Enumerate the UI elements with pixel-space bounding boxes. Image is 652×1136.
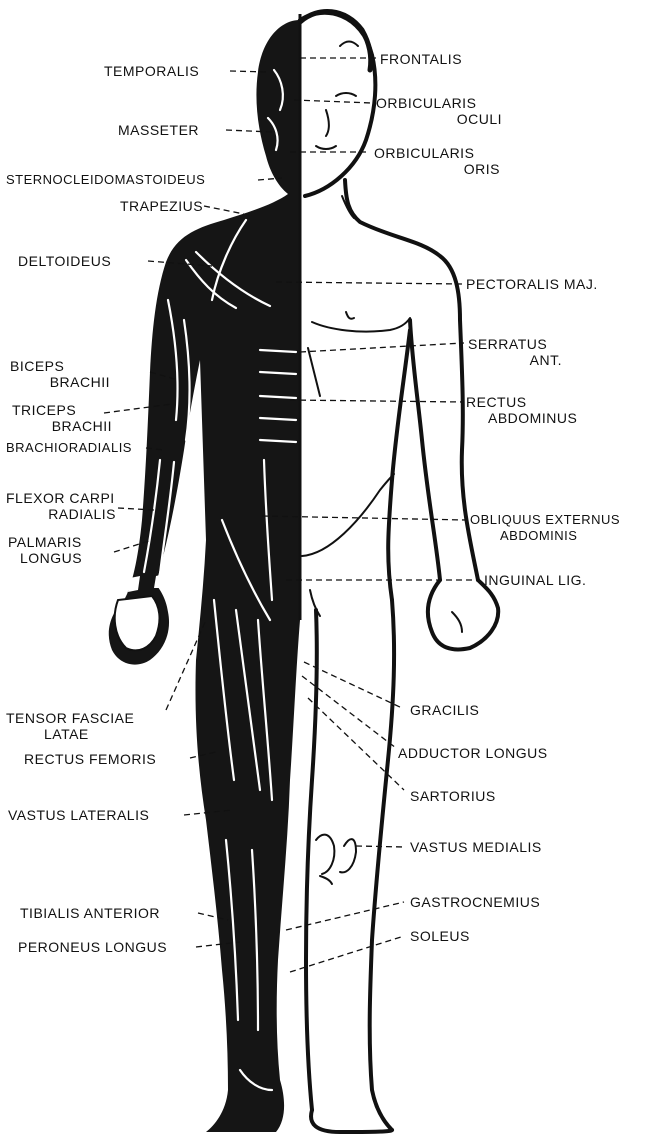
label-palmaris-line1: PALMARIS bbox=[8, 534, 82, 550]
label-obliquus-line2: ABDOMINIS bbox=[470, 528, 620, 544]
label-orbicularis-oculi: ORBICULARIS OCULI bbox=[376, 95, 502, 127]
label-obliquus-line1: OBLIQUUS EXTERNUS bbox=[470, 512, 620, 528]
label-inguinal-lig: INGUINAL LIG. bbox=[484, 572, 586, 588]
label-flexor-line2: RADIALIS bbox=[6, 506, 116, 522]
label-rectus-abdominus: RECTUS ABDOMINUS bbox=[466, 394, 577, 426]
label-tensor-fasciae-latae: TENSOR FASCIAE LATAE bbox=[6, 710, 134, 742]
label-oculi-line2: OCULI bbox=[376, 111, 502, 127]
label-temporalis: TEMPORALIS bbox=[104, 63, 199, 79]
label-flexor-carpi-radialis: FLEXOR CARPI RADIALIS bbox=[6, 490, 116, 522]
label-vastus-medialis: VASTUS MEDIALIS bbox=[410, 839, 542, 855]
label-oris-line1: ORBICULARIS bbox=[374, 145, 500, 161]
label-soleus: SOLEUS bbox=[410, 928, 470, 944]
label-tensor-line1: TENSOR FASCIAE bbox=[6, 710, 134, 726]
label-rectus-femoris: RECTUS FEMORIS bbox=[24, 751, 156, 767]
label-oris-line2: ORIS bbox=[374, 161, 500, 177]
label-peroneus-longus: PERONEUS LONGUS bbox=[18, 939, 167, 955]
label-orbicularis-oris: ORBICULARIS ORIS bbox=[374, 145, 500, 177]
label-biceps-brachii: BICEPS BRACHII bbox=[10, 358, 110, 390]
surface-body-outline bbox=[300, 12, 498, 1132]
label-brachioradialis: BRACHIORADIALIS bbox=[6, 440, 132, 456]
label-sartorius: SARTORIUS bbox=[410, 788, 496, 804]
label-serratus-line2: ANT. bbox=[468, 352, 562, 368]
label-deltoideus: DELTOIDEUS bbox=[18, 253, 111, 269]
label-masseter: MASSETER bbox=[118, 122, 199, 138]
label-vastus-lateralis: VASTUS LATERALIS bbox=[8, 807, 149, 823]
label-palmaris-line2: LONGUS bbox=[8, 550, 82, 566]
label-serratus-ant: SERRATUS ANT. bbox=[468, 336, 562, 368]
label-serratus-line1: SERRATUS bbox=[468, 336, 562, 352]
label-triceps-brachii: TRICEPS BRACHII bbox=[12, 402, 112, 434]
label-pectoralis-maj: PECTORALIS MAJ. bbox=[466, 276, 598, 292]
label-gracilis: GRACILIS bbox=[410, 702, 479, 718]
label-tensor-line2: LATAE bbox=[6, 726, 134, 742]
label-triceps-line1: TRICEPS bbox=[12, 402, 112, 418]
label-tibialis-anterior: TIBIALIS ANTERIOR bbox=[20, 905, 160, 921]
label-flexor-line1: FLEXOR CARPI bbox=[6, 490, 116, 506]
label-palmaris-longus: PALMARIS LONGUS bbox=[8, 534, 82, 566]
label-trapezius: TRAPEZIUS bbox=[120, 198, 203, 214]
label-obliquus-externus: OBLIQUUS EXTERNUS ABDOMINIS bbox=[470, 512, 620, 544]
label-rectus-abd-line1: RECTUS bbox=[466, 394, 577, 410]
label-sternocleidomastoideus: STERNOCLEIDOMASTOIDEUS bbox=[6, 172, 205, 188]
label-biceps-line1: BICEPS bbox=[10, 358, 110, 374]
label-biceps-line2: BRACHII bbox=[10, 374, 110, 390]
label-triceps-line2: BRACHII bbox=[12, 418, 112, 434]
label-frontalis: FRONTALIS bbox=[380, 51, 462, 67]
label-rectus-abd-line2: ABDOMINUS bbox=[466, 410, 577, 426]
label-adductor-longus: ADDUCTOR LONGUS bbox=[398, 745, 548, 761]
label-oculi-line1: ORBICULARIS bbox=[376, 95, 502, 111]
label-gastrocnemius: GASTROCNEMIUS bbox=[410, 894, 540, 910]
